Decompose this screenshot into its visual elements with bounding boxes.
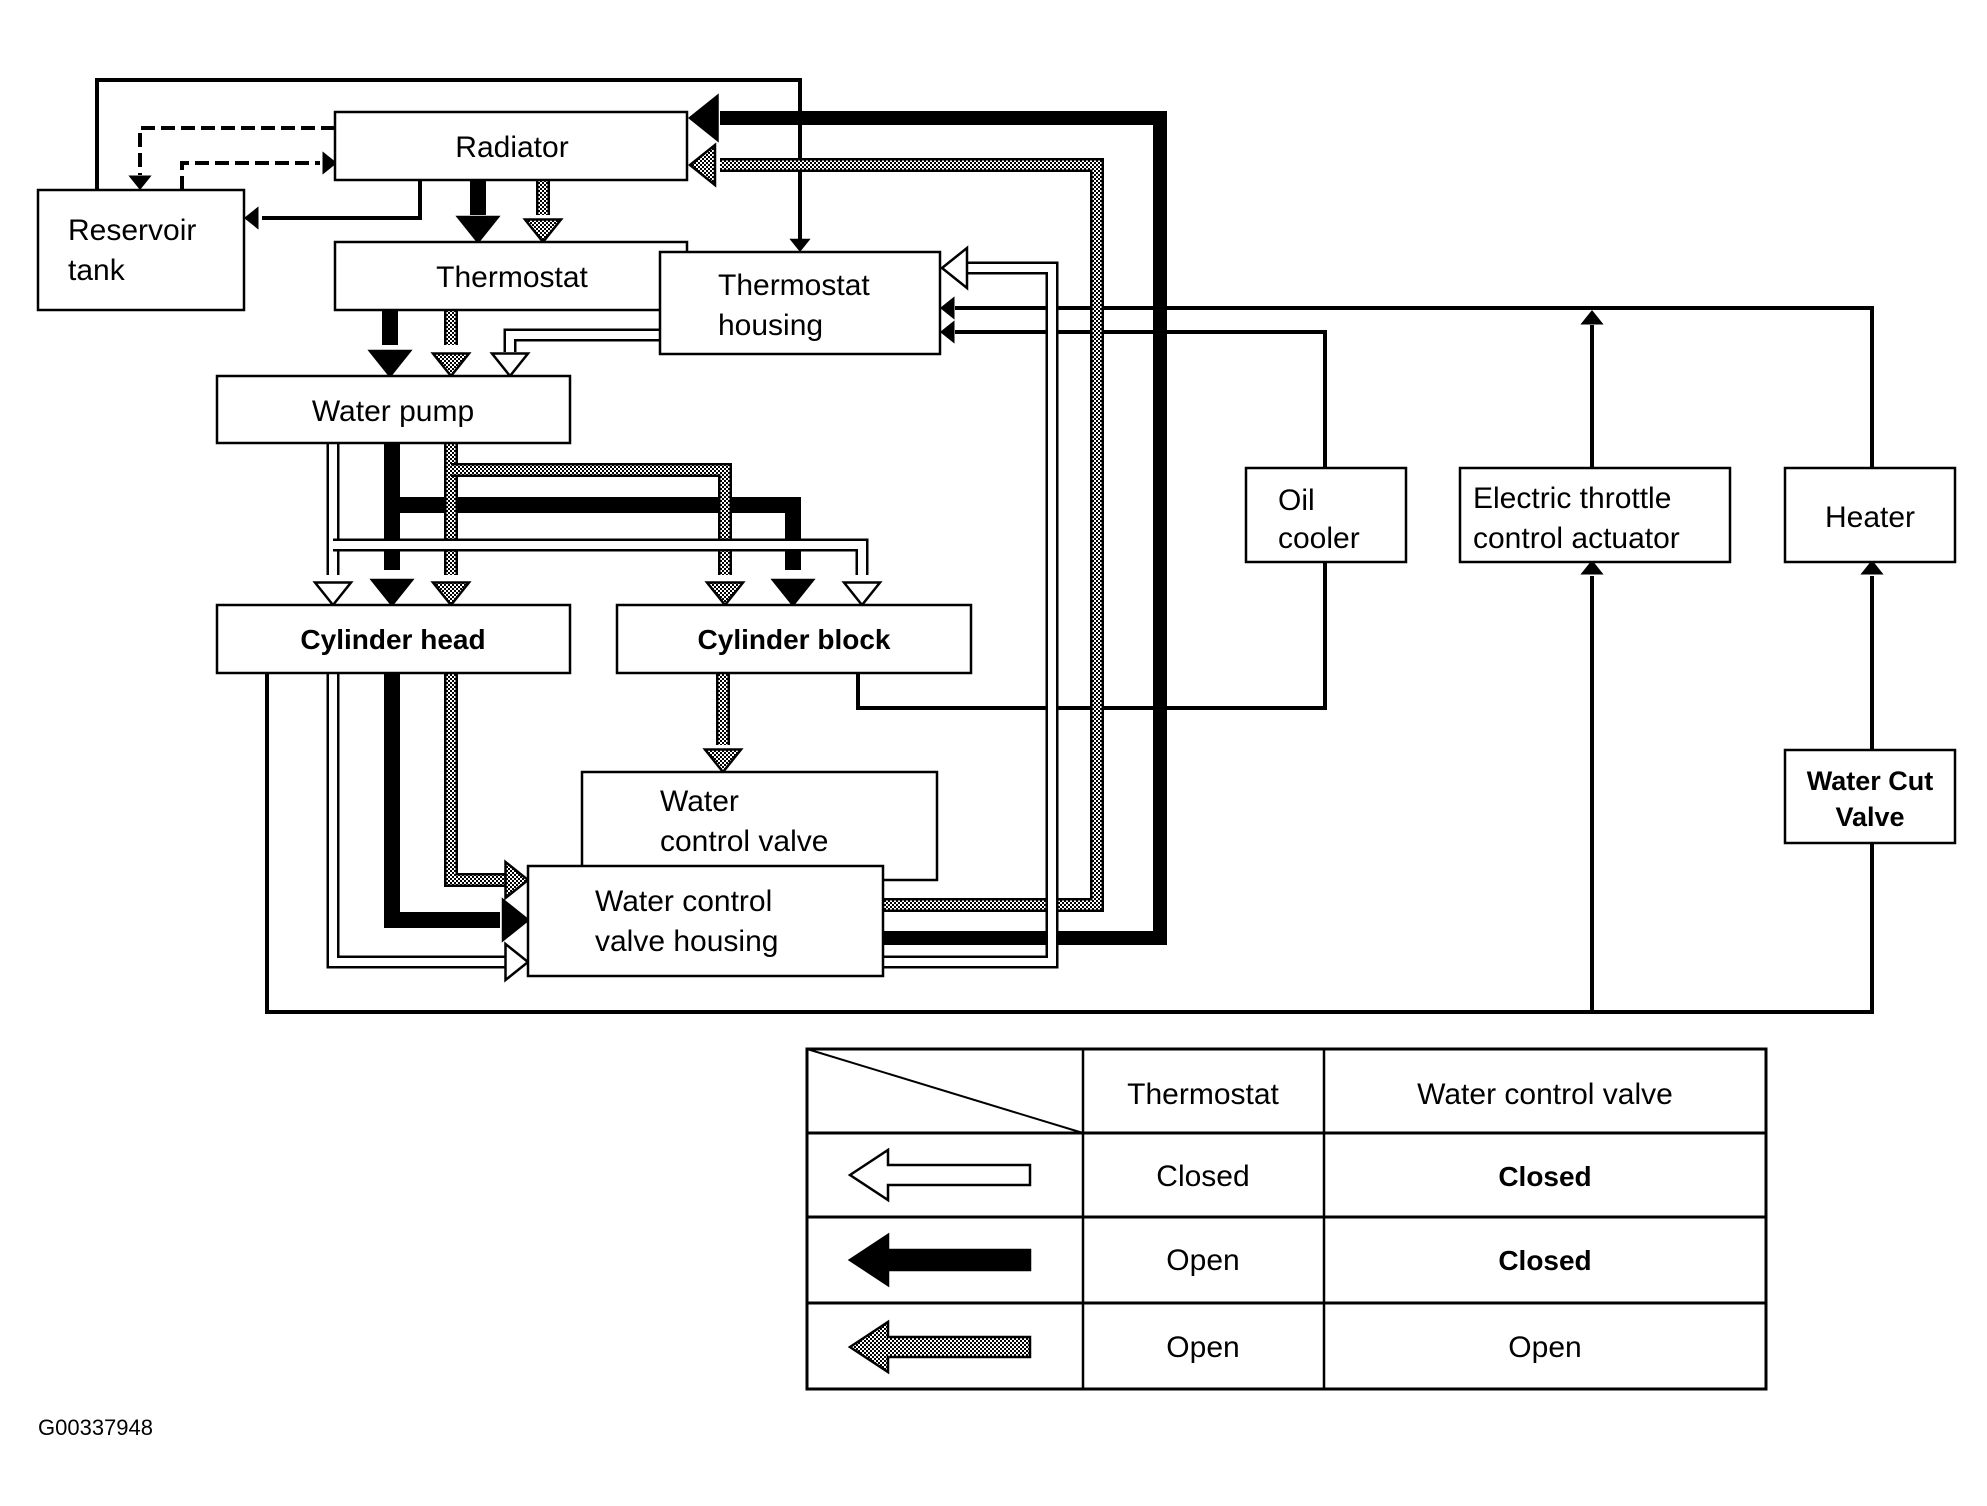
housing-to-pump-white	[506, 331, 660, 352]
thermostat-label: Thermostat	[436, 261, 588, 294]
legend-table: Thermostat Water control valve Closed Cl…	[805, 1047, 1768, 1391]
radiator-box: Radiator	[333, 110, 689, 182]
legend-row1-wcv: Closed	[1498, 1161, 1591, 1192]
electric-throttle-actuator-box: Electric throttle control actuator	[1458, 466, 1732, 564]
dotted-return-to-radiator	[720, 160, 1102, 910]
pump-to-block-white	[333, 541, 866, 575]
water-control-valve-label-2: control valve	[660, 825, 828, 858]
water-control-valve-label-1: Water	[660, 785, 739, 818]
legend-corner-diagonal	[806, 1048, 1084, 1134]
housing-oilcooler-arrowhead	[939, 320, 955, 344]
heater-box: Heater	[1783, 466, 1957, 564]
oil-cooler-return-line	[955, 330, 1327, 468]
legend-header-water-control-valve: Water control valve	[1417, 1078, 1673, 1111]
figure-id: G00337948	[38, 1415, 153, 1440]
legend-row3-thermostat: Open	[1166, 1331, 1239, 1364]
white-return-to-housing	[883, 264, 1056, 966]
etc-label-2: control actuator	[1473, 522, 1680, 555]
head-to-wcv-black	[384, 673, 500, 928]
cylinder-block-label: Cylinder block	[698, 624, 891, 655]
wcv-black-arrowhead	[501, 897, 531, 943]
cylinder-block-box: Cylinder block	[615, 603, 973, 675]
pump-black-arrowhead	[367, 349, 413, 379]
legend-arrows	[847, 1147, 1032, 1375]
radiator-overflow-dashed-line	[138, 126, 335, 175]
pump-to-block-dotted-outline	[451, 463, 732, 575]
bottom-bypass-line	[265, 673, 1874, 1014]
pump-to-block-dotted	[451, 465, 730, 575]
pump-white-arrowhead	[489, 352, 531, 379]
block-white-arrowhead	[841, 581, 883, 608]
block-dotted-arrowhead	[704, 581, 746, 608]
head-to-wcv-dotted-outline	[444, 673, 505, 887]
legend-row1-thermostat: Closed	[1156, 1160, 1249, 1193]
water-control-valve-box: Water control valve	[580, 770, 939, 882]
flow-pipes	[95, 78, 1884, 1014]
housing-inlet-arrowhead	[789, 238, 811, 253]
etc-outlet-arrowhead	[1580, 309, 1604, 325]
water-cut-label-1: Water Cut	[1807, 766, 1934, 796]
heater-label: Heater	[1825, 501, 1915, 534]
oil-cooler-label-1: Oil	[1278, 484, 1315, 517]
etc-label-1: Electric throttle	[1473, 482, 1671, 515]
wcv-white-arrowhead	[504, 941, 531, 983]
head-white-arrowhead	[312, 581, 354, 608]
water-cut-valve-box: Water Cut Valve	[1783, 748, 1957, 845]
water-pump-label: Water pump	[312, 395, 474, 428]
head-to-wcv-white	[329, 673, 505, 966]
legend-dotted-gray-arrow-icon	[847, 1319, 1032, 1375]
radiator-dashed-arrowhead	[322, 151, 338, 175]
thermostat-housing-label-2: housing	[718, 309, 823, 342]
head-dotted-arrowhead	[430, 581, 472, 608]
radiator-label: Radiator	[455, 131, 568, 164]
heater-return-line	[955, 306, 1874, 468]
wcv-housing-dotted-arrowhead	[504, 859, 531, 901]
pump-to-block-white-outline	[333, 538, 869, 575]
black-return-to-radiator	[720, 111, 1167, 945]
legend-row2-wcv: Closed	[1498, 1245, 1591, 1276]
reservoir-tank-box: Reservoir tank	[36, 188, 246, 312]
radiator-black-arrowhead	[687, 93, 719, 143]
oil-cooler-box: Oil cooler	[1244, 466, 1408, 564]
radiator-dotted-arrowhead	[687, 142, 717, 188]
water-cut-label-2: Valve	[1835, 802, 1904, 832]
etc-inlet-arrowhead	[1580, 559, 1604, 575]
housing-white-arrowhead	[939, 245, 969, 291]
reservoir-dashed-arrowhead	[128, 175, 152, 191]
legend-row2-thermostat: Open	[1166, 1244, 1239, 1277]
water-control-valve-housing-box: Water control valve housing	[526, 864, 885, 978]
reservoir-inlet-arrowhead	[243, 206, 259, 230]
pump-dotted-arrowhead	[430, 352, 472, 379]
legend-white-outline-arrow-icon	[847, 1147, 1032, 1203]
thermostat-housing-box: Thermostat housing	[658, 250, 942, 356]
thermostat-housing-label-1: Thermostat	[718, 269, 870, 302]
thermostat-black-arrowhead	[455, 215, 501, 245]
head-black-arrowhead	[369, 578, 415, 608]
cylinder-head-label: Cylinder head	[300, 624, 485, 655]
water-pump-box: Water pump	[215, 374, 572, 445]
thermostat-dotted-arrowhead	[522, 218, 564, 245]
wcv-housing-label-2: valve housing	[595, 925, 778, 958]
wcv-dotted-arrowhead	[702, 748, 744, 775]
legend-header-thermostat: Thermostat	[1127, 1078, 1279, 1111]
heater-inlet-arrowhead	[1860, 559, 1884, 575]
wcv-housing-label-1: Water control	[595, 885, 772, 918]
oil-cooler-label-2: cooler	[1278, 522, 1360, 555]
housing-heater-arrowhead	[939, 296, 955, 320]
reservoir-label-2: tank	[68, 254, 126, 287]
radiator-to-reservoir-line	[262, 180, 422, 220]
cylinder-head-box: Cylinder head	[215, 603, 572, 675]
reservoir-label-1: Reservoir	[68, 214, 196, 247]
block-black-arrowhead	[770, 578, 816, 608]
reservoir-return-dashed-line	[180, 161, 320, 190]
legend-black-solid-arrow-icon	[847, 1232, 1032, 1288]
head-to-wcv-dotted	[446, 673, 505, 885]
thermostat-box: Thermostat	[333, 240, 689, 312]
legend-row3-wcv: Open	[1508, 1331, 1581, 1364]
